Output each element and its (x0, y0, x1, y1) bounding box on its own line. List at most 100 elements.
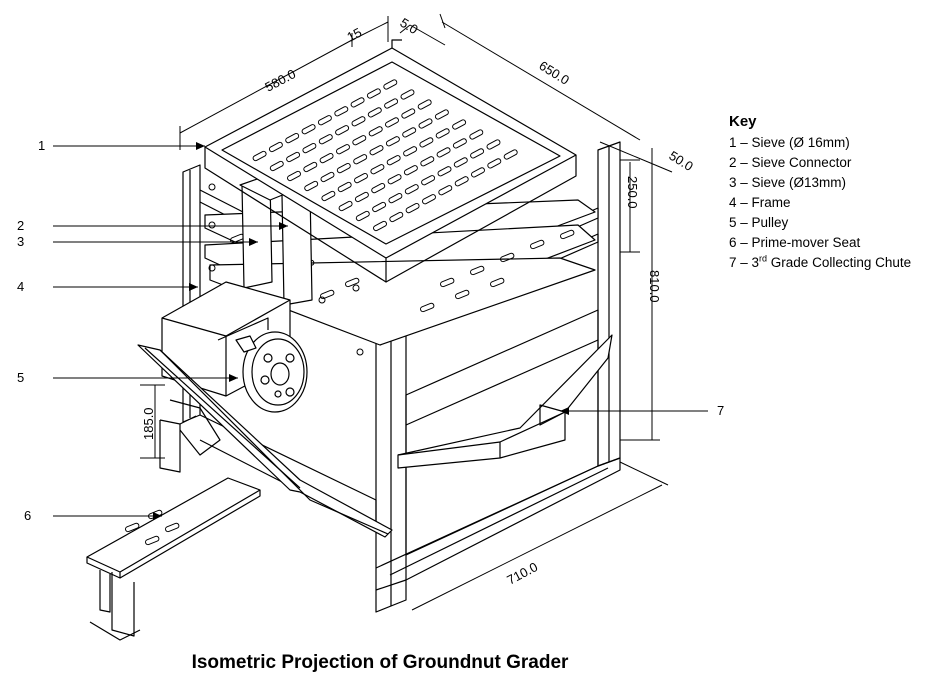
dim-5: 5.0 (397, 15, 420, 37)
key-item-2: 2 – Sieve Connector (729, 155, 852, 170)
sieve-slot (486, 139, 501, 150)
leader-arrowheads (153, 142, 569, 520)
dim-650: 650.0 (536, 58, 572, 88)
sieve-slot (452, 138, 467, 149)
dimension-lines (140, 13, 673, 611)
key-item-6: 6 – Prime-mover Seat (729, 235, 861, 250)
sieve-slot (370, 164, 385, 175)
key-item-5: 5 – Pulley (729, 215, 789, 230)
sieve-slot (287, 170, 301, 182)
callout-7: 7 (717, 403, 725, 418)
sieve-slot (337, 181, 352, 193)
key-item-1: 1 – Sieve (Ø 16mm) (729, 135, 850, 150)
sieve-slot (371, 182, 386, 194)
sieve-slot (419, 137, 434, 148)
sieve-slot (385, 136, 400, 147)
sieve-slot (401, 108, 416, 119)
key-item-7-post: Grade Collecting Chute (767, 255, 912, 270)
callout-4: 4 (17, 279, 25, 294)
sieve-slot (338, 200, 353, 212)
sieve-slot (372, 201, 387, 213)
sieve-slot (452, 119, 467, 130)
sieve-slot (403, 165, 418, 176)
dim-15: 15 (344, 25, 364, 45)
sieve-slot (404, 184, 419, 195)
dim-185: 185.0 (141, 407, 156, 440)
dim-250: 250.0 (625, 176, 640, 209)
sieve-slot (405, 202, 420, 214)
key-item-7-sup: rd (759, 253, 768, 264)
sieve-slot (418, 118, 433, 129)
sieve-slot (268, 141, 283, 153)
callout-5: 5 (17, 370, 25, 385)
sieve-slot (302, 142, 317, 154)
sieve-slot (373, 220, 387, 232)
key-legend: Key 1 – Sieve (Ø 16mm) 2 – Sieve Connect… (729, 112, 911, 273)
sieve-slot (471, 167, 485, 178)
sieve-slot (301, 124, 316, 135)
sieve-slot (351, 116, 366, 127)
sieve-slot (252, 150, 267, 162)
sieve-slot (434, 109, 449, 120)
figure-caption: Isometric Projection of Groundnut Grader (191, 652, 569, 673)
sieve-slot (402, 127, 417, 138)
pulley (235, 331, 308, 413)
sieve-slot (318, 134, 333, 145)
sieve-slot (335, 125, 350, 136)
sieve-slot (350, 97, 365, 108)
sieve-slot (354, 191, 369, 203)
key-title: Key (729, 113, 757, 130)
key-item-7: 7 – 3rd Grade Collecting Chute (729, 253, 911, 273)
sieve-slot (387, 174, 402, 185)
sieve-slot (417, 99, 432, 110)
sieve-slot (368, 126, 383, 137)
sieve-slot (435, 128, 450, 139)
sieve-slot (336, 162, 351, 174)
sieve-slot (453, 157, 468, 168)
sieve-slot (470, 148, 485, 159)
sieve-slot (366, 88, 381, 99)
dim-580: 580.0 (262, 66, 298, 95)
sieve-slot (369, 145, 384, 156)
sieve-slot (385, 117, 399, 128)
sieve-slot (286, 151, 301, 163)
inclined-chute (137, 344, 393, 538)
callout-3: 3 (17, 234, 25, 249)
sieve-slot (355, 210, 370, 222)
key-item-4: 4 – Frame (729, 195, 791, 210)
sieve-slot (352, 135, 367, 146)
sieve-slot (503, 149, 518, 160)
dim-810: 810.0 (647, 270, 662, 303)
top-sieve (204, 39, 577, 283)
leader-lines (53, 145, 708, 517)
sieve-slot (319, 152, 334, 164)
sieve-slot (487, 158, 502, 169)
sieve-connectors (239, 177, 313, 306)
sieve-slot (353, 154, 368, 165)
callout-6: 6 (24, 508, 32, 523)
sieve-slot (367, 107, 382, 118)
sieve-slot (317, 115, 332, 126)
sieve-slot (422, 194, 436, 205)
sieve-slot (384, 98, 399, 109)
sieve-slot (303, 161, 318, 173)
sieve-slot (436, 147, 451, 158)
sieve-slot (438, 185, 453, 196)
sieve-slot (321, 190, 336, 202)
sieve-slot (334, 106, 349, 117)
sieve-slot (388, 192, 403, 204)
sieve-slot (403, 146, 418, 157)
sieve-slot (400, 89, 415, 100)
sieve-slot (269, 160, 284, 172)
dim-710: 710.0 (504, 559, 540, 588)
collecting-chute (397, 334, 613, 469)
sieve-slot (304, 180, 319, 192)
prime-mover-seat (86, 415, 261, 641)
sieve-slot (354, 172, 368, 184)
key-item-3: 3 – Sieve (Ø13mm) (729, 175, 847, 190)
sieve-slot (421, 175, 436, 186)
sieve-slot (383, 79, 398, 90)
sieve-slot (386, 155, 401, 166)
callout-1: 1 (38, 138, 46, 153)
